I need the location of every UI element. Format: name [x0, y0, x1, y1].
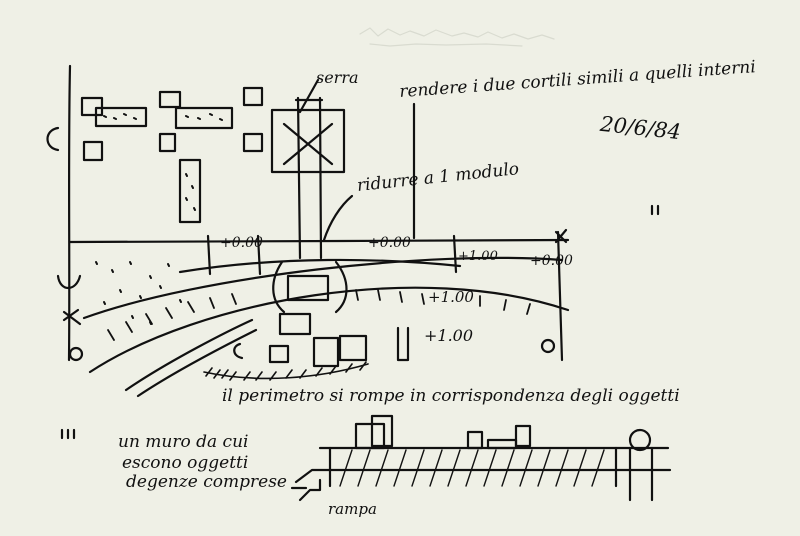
- vert-marker-2: [256, 234, 262, 276]
- stipple-dots: [103, 113, 223, 211]
- vert-marker-4: [556, 230, 564, 362]
- left-c-mark: [46, 126, 60, 152]
- section-hatch: [339, 449, 605, 487]
- right-cross-mark: [554, 228, 568, 244]
- vert-marker-1: [206, 234, 212, 276]
- band-dots: [95, 261, 182, 325]
- note-muro-line: escono oggetti: [122, 453, 249, 473]
- rampa-stairs: [290, 478, 322, 502]
- elevation-mark: +0.00: [530, 253, 573, 269]
- vert-marker-3: [452, 234, 458, 274]
- central-objects: [233, 260, 410, 368]
- serra-box: [270, 96, 346, 260]
- label-serra: serra: [316, 68, 359, 87]
- left-u-mark: [56, 274, 82, 290]
- tick-marks-right: [650, 204, 660, 216]
- ridurre-leader: [322, 194, 354, 242]
- band-hatches: [107, 289, 531, 341]
- plan-baseline: [68, 238, 570, 244]
- tick-marks-left: [60, 428, 76, 440]
- note-muro-line: un muro da cui: [118, 432, 249, 452]
- serra-leader: [298, 78, 320, 114]
- elevation-mark: +1.00: [428, 288, 474, 306]
- note-muro-line: degenze comprese: [126, 472, 287, 492]
- right-circle-mark: [540, 338, 556, 354]
- left-circle-mark: [68, 346, 84, 362]
- left-cross-mark: [62, 308, 82, 326]
- lower-stair-band: [124, 318, 258, 398]
- elevation-mark: +0.00: [220, 235, 263, 251]
- elevation-mark: +0.00: [368, 235, 411, 251]
- label-rampa: rampa: [328, 500, 377, 518]
- section-elevation: [294, 414, 672, 502]
- note-perimetro: il perimetro si rompe in corrispondenza …: [222, 386, 680, 406]
- plan-blocks: [80, 86, 264, 224]
- elevation-mark: +1.00: [424, 326, 474, 345]
- bleed-through-text: [359, 27, 555, 47]
- inner-arc: [82, 256, 564, 320]
- upper-arc: [178, 258, 462, 274]
- left-wall-line: [67, 64, 72, 362]
- ground-hatch: [203, 361, 369, 381]
- outer-arc: [88, 286, 570, 374]
- elevation-mark: +1.00: [458, 249, 498, 264]
